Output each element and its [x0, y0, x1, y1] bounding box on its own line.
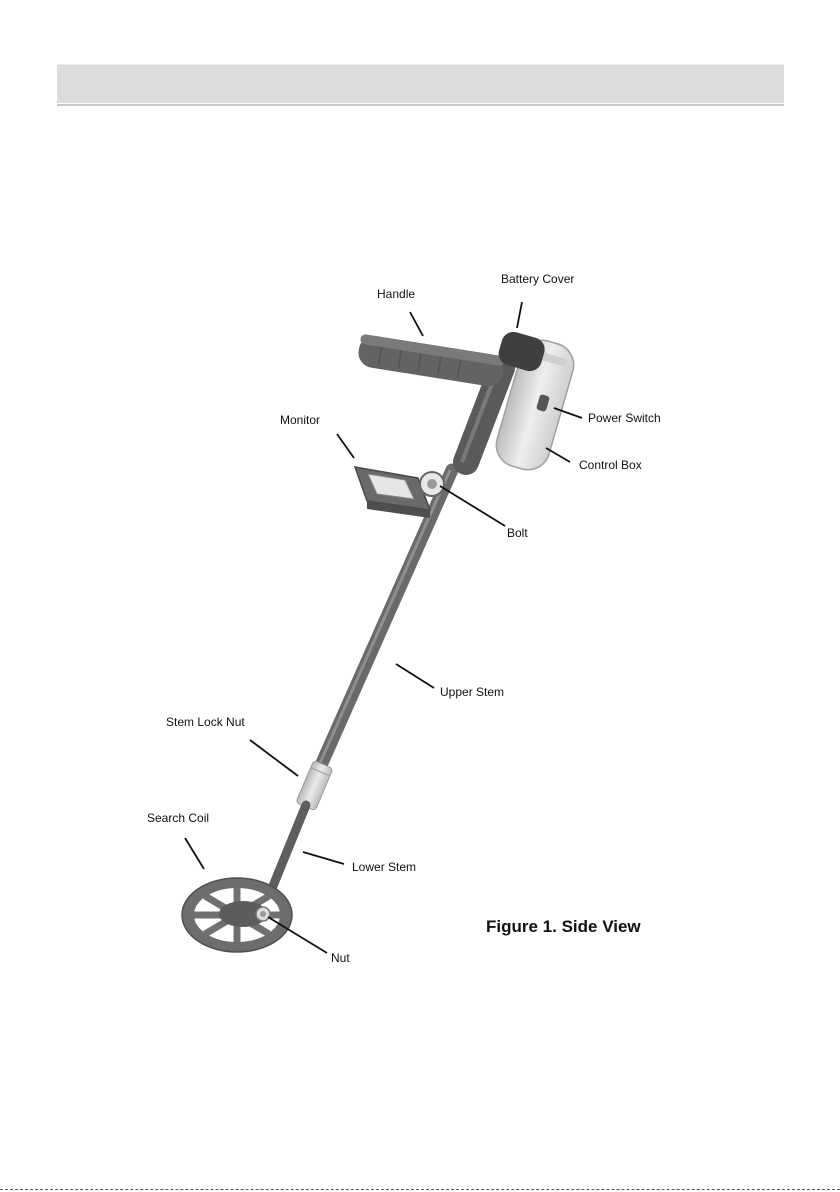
leader-monitor	[337, 434, 354, 458]
label-search-coil: Search Coil	[147, 811, 209, 825]
search-coil	[182, 878, 292, 952]
leader-control-box	[546, 448, 570, 462]
figure-caption: Figure 1. Side View	[486, 917, 641, 936]
stem-lock-nut	[296, 760, 333, 811]
bolt	[420, 472, 444, 496]
label-lower-stem: Lower Stem	[352, 860, 416, 874]
leader-handle	[410, 312, 423, 336]
label-power-switch: Power Switch	[588, 411, 661, 425]
leader-upper-stem	[396, 664, 434, 688]
page-bottom-edge	[0, 1189, 840, 1190]
leader-battery-cover	[517, 302, 522, 328]
label-battery-cover: Battery Cover	[501, 272, 574, 286]
label-nut: Nut	[331, 951, 350, 965]
leader-lower-stem	[303, 852, 344, 864]
label-handle: Handle	[377, 287, 415, 301]
label-monitor: Monitor	[280, 413, 320, 427]
leader-bolt	[440, 486, 505, 526]
label-stem-lock-nut: Stem Lock Nut	[166, 715, 245, 729]
monitor	[355, 467, 430, 518]
label-upper-stem: Upper Stem	[440, 685, 504, 699]
label-control-box: Control Box	[579, 458, 642, 472]
leader-search-coil	[185, 838, 204, 869]
handle	[356, 334, 505, 388]
nut	[256, 907, 270, 921]
label-bolt: Bolt	[507, 526, 528, 540]
upper-stem	[318, 470, 452, 772]
leader-stem-lock-nut	[250, 740, 298, 776]
